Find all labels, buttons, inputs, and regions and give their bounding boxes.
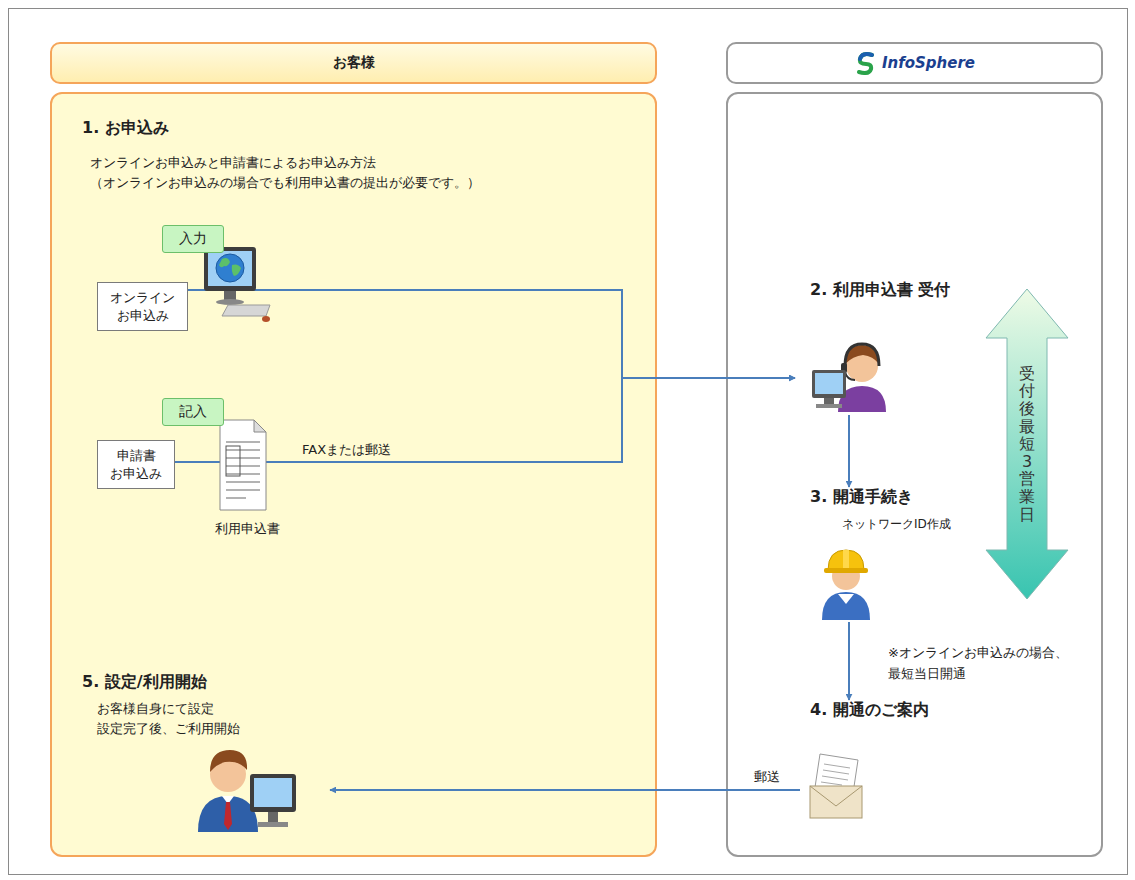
node-text: InfoSphere bbox=[882, 54, 975, 72]
edge-label: FAXまたは郵送 bbox=[300, 441, 393, 459]
computer-icon bbox=[200, 243, 274, 323]
paper-box: 申請書 お申込み bbox=[97, 440, 175, 489]
flow-connector bbox=[848, 415, 850, 487]
node-text: 入力 bbox=[179, 230, 207, 248]
node-body: オンラインお申込みと申請書によるお申込み方法 （オンラインお申込みの場合でも利用… bbox=[90, 153, 520, 193]
node-text: 記入 bbox=[179, 403, 207, 421]
node-text: 1. お申込み bbox=[82, 118, 657, 139]
logo-mark bbox=[854, 51, 878, 75]
panel-header: お客様 bbox=[50, 42, 657, 84]
node-text: お客様 bbox=[333, 54, 375, 72]
customer-region: 1. お申込みオンラインお申込みと申請書によるお申込み方法 （オンラインお申込み… bbox=[50, 92, 657, 857]
step-group: 5. 設定/利用開始お客様自身にて設定 設定完了後、ご利用開始 bbox=[80, 672, 330, 837]
node-text: 申請書 お申込み bbox=[110, 447, 162, 482]
node-text: 受付後最短3営業日 bbox=[1019, 365, 1035, 523]
fill-tag: 記入 bbox=[162, 398, 224, 426]
node-text: 5. 設定/利用開始 bbox=[82, 672, 330, 693]
document-icon bbox=[216, 416, 270, 514]
edge-label: 郵送 bbox=[752, 768, 782, 786]
input-tag: 入力 bbox=[162, 225, 224, 253]
envelope-icon bbox=[806, 750, 866, 822]
panel-header: InfoSphere bbox=[726, 42, 1103, 84]
note-text: ※オンラインお申込みの場合、 最短当日開通 bbox=[888, 643, 1080, 685]
node-body: お客様自身にて設定 設定完了後、ご利用開始 bbox=[97, 699, 272, 739]
worker-icon bbox=[816, 546, 876, 622]
node-text: オンライン お申込み bbox=[110, 289, 175, 324]
node-text: 2. 利用申込書 受付 bbox=[810, 280, 981, 301]
step-group: 4. 開通のご案内 bbox=[800, 700, 980, 825]
step-group: 3. 開通手続きネットワークID作成 bbox=[800, 487, 980, 622]
flow-connector bbox=[188, 290, 795, 378]
step-group: 2. 利用申込書 受付 bbox=[795, 280, 981, 415]
node-text: 4. 開通のご案内 bbox=[810, 700, 980, 721]
node-body: ネットワークID作成 bbox=[842, 516, 980, 533]
online-box: オンライン お申込み bbox=[97, 282, 188, 331]
node-text: 3. 開通手続き bbox=[810, 487, 980, 508]
operator-icon bbox=[808, 336, 886, 414]
flow-connector bbox=[175, 378, 795, 462]
businessman-icon bbox=[194, 744, 302, 834]
flow-connector bbox=[848, 622, 850, 700]
duration-arrow: 受付後最短3営業日 bbox=[985, 288, 1069, 600]
flow-connector bbox=[330, 789, 800, 791]
icon-caption: 利用申込書 bbox=[215, 520, 280, 538]
